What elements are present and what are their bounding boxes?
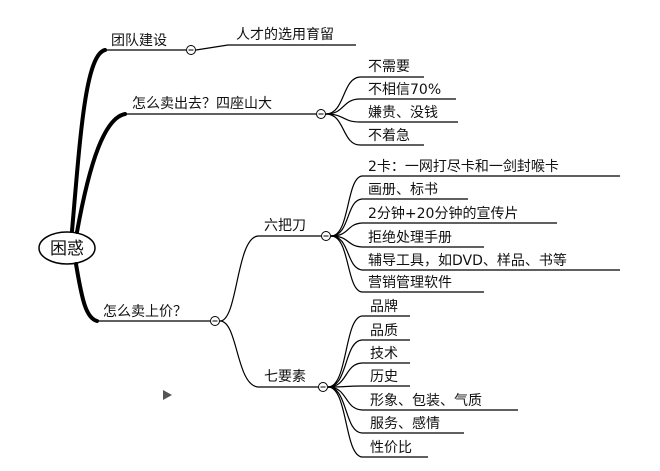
leaf-knives-5[interactable]: 辅导工具，如DVD、样品、书等	[362, 252, 620, 271]
leaf-knives-4-label: 拒绝处理手册	[368, 230, 452, 246]
connector-price-knives	[219, 235, 259, 322]
leaf-elements-4[interactable]: 历史	[362, 369, 410, 387]
connector-team-leaf	[195, 44, 229, 51]
connector-price-elements	[219, 320, 259, 388]
leaf-knives-5-label: 辅导工具，如DVD、样品、书等	[368, 252, 567, 269]
leaf-knives-2[interactable]: 画册、标书	[362, 182, 468, 200]
leaf-team-1-label: 人才的选用育留	[236, 27, 334, 43]
leaf-elements-2[interactable]: 品质	[362, 323, 410, 341]
branch-price-label: 怎么卖上价？	[103, 304, 187, 320]
leaf-sell-1[interactable]: 不需要	[360, 59, 424, 78]
root-node-frame	[38, 231, 96, 265]
leaf-elements-7[interactable]: 性价比	[362, 440, 428, 458]
leaf-elements-4-label: 历史	[370, 369, 398, 385]
leaf-knives-3-label: 2分钟+20分钟的宣传片	[368, 205, 518, 222]
leaf-sell-3[interactable]: 嫌贵、没钱	[360, 105, 458, 123]
leaf-elements-3[interactable]: 技术	[362, 346, 410, 364]
sub-knives[interactable]: 六把刀	[258, 218, 321, 237]
play-arrow-icon[interactable]	[163, 390, 172, 400]
branch-sell[interactable]: 怎么卖出去？四座山大	[125, 96, 316, 115]
leaf-elements-1-label: 品牌	[370, 298, 398, 315]
root-label: 困惑	[50, 239, 84, 259]
connector-root-sell	[75, 112, 127, 234]
leaf-knives-6[interactable]: 营销管理软件	[362, 275, 484, 293]
leaf-knives-1[interactable]: 2卡：一网打尽卡和一剑封喉卡	[362, 158, 620, 177]
leaf-knives-1-label: 2卡：一网打尽卡和一剑封喉卡	[368, 158, 559, 175]
leaf-elements-5-label: 形象、包装、气质	[370, 393, 482, 409]
leaf-elements-3-label: 技术	[370, 346, 398, 362]
leaf-team-1[interactable]: 人才的选用育留	[228, 27, 356, 46]
leaf-sell-4-label: 不着急	[368, 128, 410, 144]
root-node[interactable]: 困惑	[38, 231, 96, 265]
branch-price[interactable]: 怎么卖上价？	[97, 304, 210, 322]
leaf-elements-6[interactable]: 服务、感情	[362, 415, 464, 434]
leaf-elements-5[interactable]: 形象、包装、气质	[362, 393, 518, 411]
leaf-knives-4[interactable]: 拒绝处理手册	[362, 230, 484, 248]
leaf-elements-2-label: 品质	[370, 323, 398, 339]
leaf-sell-1-label: 不需要	[368, 59, 410, 75]
leaf-elements-7-label: 性价比	[370, 440, 412, 456]
leaf-sell-2[interactable]: 不相信70%	[360, 82, 456, 100]
leaf-knives-3[interactable]: 2分钟+20分钟的宣传片	[362, 205, 557, 224]
leaf-elements-1[interactable]: 品牌	[362, 298, 410, 317]
leaf-sell-4[interactable]: 不着急	[360, 128, 424, 146]
leaf-elements-6-label: 服务、感情	[370, 415, 440, 432]
sub-elements-collapse[interactable]	[318, 382, 328, 392]
leaf-knives-6-label: 营销管理软件	[368, 275, 452, 291]
branch-team-label: 团队建设	[111, 33, 167, 49]
branch-sell-collapse[interactable]	[316, 109, 326, 119]
sub-knives-label: 六把刀	[264, 218, 306, 234]
sub-knives-collapse[interactable]	[321, 231, 331, 241]
branch-price-collapse[interactable]	[210, 316, 220, 326]
connector-root-price	[74, 262, 99, 323]
branch-team-collapse[interactable]	[186, 45, 196, 55]
branch-team[interactable]: 团队建设	[105, 33, 186, 51]
leaf-sell-3-label: 嫌贵、没钱	[368, 105, 438, 121]
leaf-knives-2-label: 画册、标书	[368, 182, 438, 198]
sub-elements[interactable]: 七要素	[258, 369, 318, 388]
branch-sell-label: 怎么卖出去？四座山大	[132, 96, 272, 112]
connector-root-team	[70, 48, 107, 233]
sub-elements-label: 七要素	[264, 369, 306, 385]
leaf-sell-2-label: 不相信70%	[368, 82, 441, 98]
